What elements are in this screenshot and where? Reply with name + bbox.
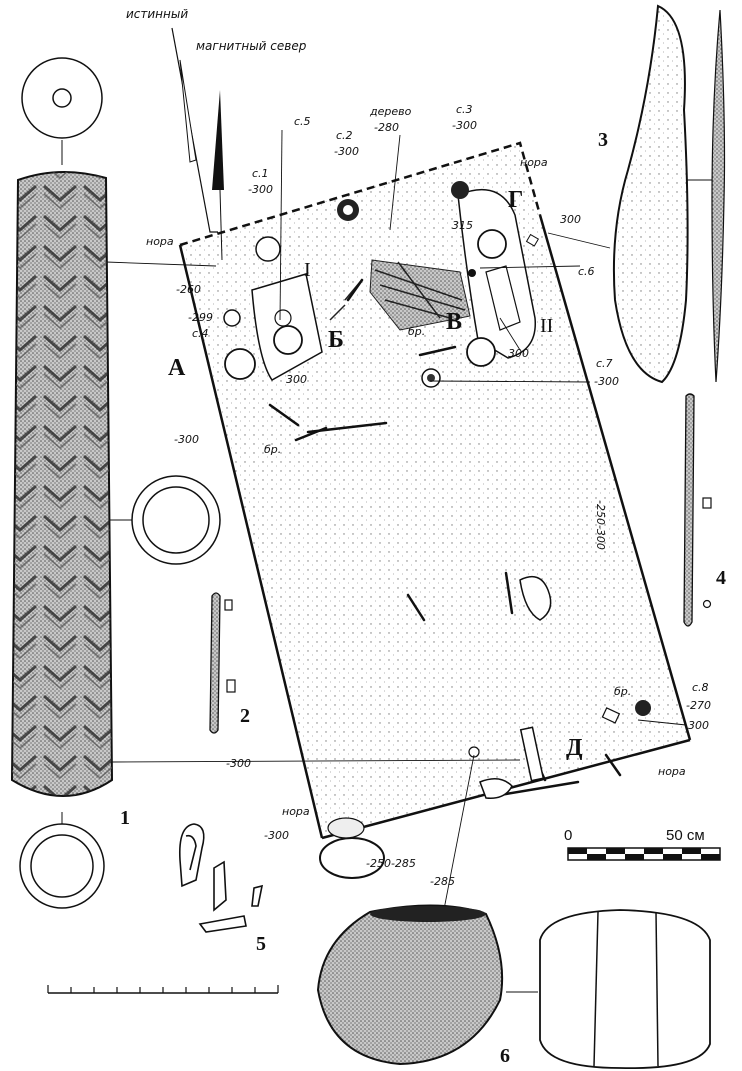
burrow-label-top-right: нора — [520, 156, 548, 169]
grave-pit — [178, 141, 692, 879]
vessel-G — [477, 229, 507, 259]
burrow-label-bottom-left: нора — [282, 805, 310, 818]
depth-300-c7: -300 — [594, 375, 619, 388]
figure-number-4: 4 — [716, 567, 726, 589]
vessel-V-label: В — [446, 309, 463, 335]
depth-285: -285 — [430, 875, 455, 888]
stone-c3-label: с.3 — [456, 103, 473, 116]
vessel-B — [273, 325, 303, 355]
figure-number-3: 3 — [598, 129, 608, 151]
depth-250-300: -250-300 — [594, 500, 607, 550]
depth-270: -270 — [686, 699, 711, 712]
depth-300-left: -300 — [174, 433, 199, 446]
stone-c4 — [223, 309, 241, 327]
scale-bar — [567, 847, 721, 861]
stone-c1-depth: -300 — [248, 183, 273, 196]
skeleton-II-label: II — [540, 315, 554, 337]
bead-section — [539, 909, 711, 1070]
object-4-awl — [683, 393, 712, 627]
magnetic-north-label: магнитный север — [196, 39, 307, 53]
wood-depth: -280 — [374, 121, 399, 134]
vessel-G-label: Г — [508, 187, 524, 213]
figure-number-5: 5 — [256, 933, 266, 955]
stone-c7-label: с.7 — [596, 357, 613, 370]
depth-300-burrow: -300 — [264, 829, 289, 842]
depth-300-c6: 300 — [560, 213, 581, 226]
scale-zero: 0 — [564, 827, 573, 844]
depth-300-skeleton-I: 300 — [286, 373, 307, 386]
burrow-label-bottom-right: нора — [658, 765, 686, 778]
depth-300-bottom: -300 — [226, 757, 251, 770]
vessel-A-label: А — [168, 355, 186, 381]
vessel-B-label: Б — [328, 327, 344, 353]
north-arrows — [171, 27, 224, 261]
bronze-label-1: бр. — [264, 443, 282, 456]
depth-300-skeleton-II: 300 — [508, 347, 529, 360]
vessel-D-label: Д — [566, 735, 583, 761]
stone-c3 — [451, 181, 469, 199]
scale-end: 50 см — [666, 827, 705, 844]
figure-number-1: 1 — [120, 807, 130, 829]
true-north-label: истинный — [126, 7, 189, 21]
stone-c2-depth: -300 — [334, 145, 359, 158]
skeleton-II-contour — [457, 188, 536, 359]
stone-c8-label: с.8 — [692, 681, 709, 694]
burrow-label-top-left: нора — [146, 235, 174, 248]
wood-label: дерево — [370, 105, 412, 118]
depth-250-285: -250-285 — [366, 857, 416, 870]
depth-300-c8: 300 — [688, 719, 709, 732]
depth-299: -299 — [188, 311, 213, 324]
bronze-label-2: бр. — [408, 325, 426, 338]
depth-315: 315 — [452, 219, 473, 232]
figure-number-2: 2 — [240, 705, 250, 727]
stone-c2-label: с.2 — [336, 129, 353, 142]
object-2-rod — [209, 592, 236, 734]
object-1-rod — [10, 57, 221, 909]
ruler-bottom-left — [47, 985, 279, 994]
bronze-label-3: бр. — [614, 685, 632, 698]
stone-c8 — [635, 700, 651, 716]
leader-lines — [105, 129, 687, 931]
figure-number-6: 6 — [500, 1045, 510, 1067]
stone-c1 — [255, 236, 281, 262]
stone-c6-label: с.6 — [578, 265, 595, 278]
magnetic-north-arrow — [212, 90, 224, 190]
skeleton-I-label: I — [304, 259, 311, 281]
object-6-vessel — [316, 904, 711, 1070]
vessel-A — [224, 348, 256, 380]
true-north-arrow — [171, 27, 218, 233]
stone-c3-depth: -300 — [452, 119, 477, 132]
object-3-blade — [612, 4, 726, 384]
object-5-fragments — [178, 823, 264, 933]
stone-c1-label: с.1 — [252, 167, 269, 180]
stone-c5-label: с.5 — [294, 115, 311, 128]
stone-c4-label: с.4 — [192, 327, 209, 340]
depth-260: -260 — [176, 283, 201, 296]
vessel-V — [466, 337, 496, 367]
